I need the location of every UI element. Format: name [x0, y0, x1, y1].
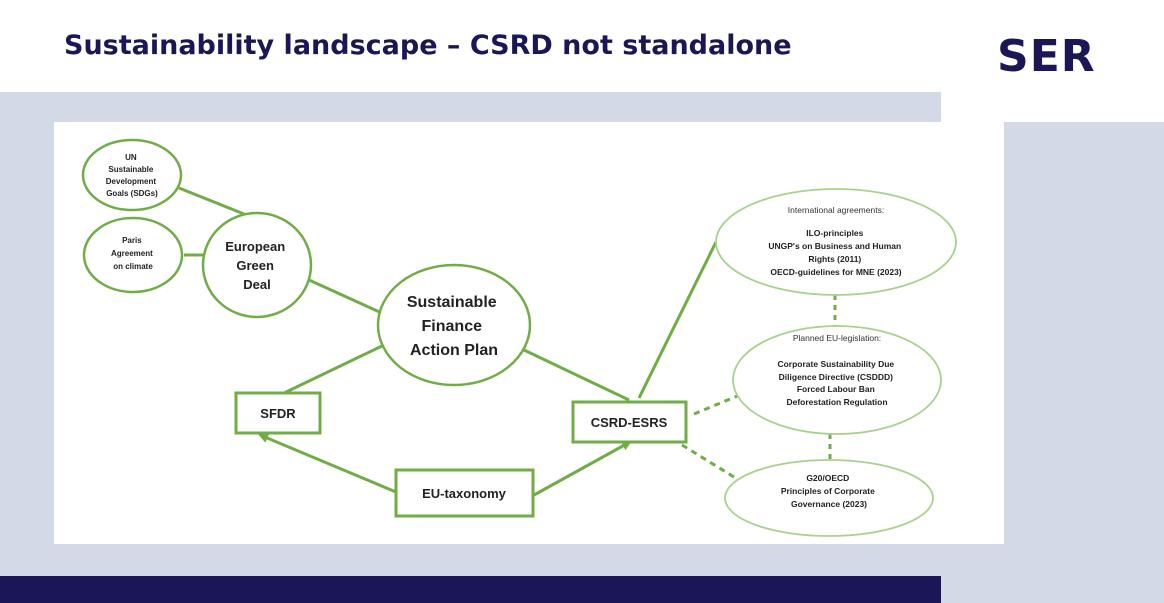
green-deal-line-2: Green: [236, 258, 274, 273]
paris-ellipse: [82, 216, 184, 294]
landscape-diagram: UN Sustainable Development Goals (SDGs) …: [81, 138, 957, 537]
csrd-label: CSRD-ESRS: [591, 415, 668, 430]
eu-leg-line-1: Corporate Sustainability Due: [777, 359, 894, 369]
paris-line-1: Paris: [122, 236, 142, 245]
intl-agreements-ellipse: [715, 188, 957, 296]
green-deal-ellipse: [201, 211, 313, 319]
sfdr-label: SFDR: [260, 406, 296, 421]
intl-line-1: ILO-principles: [806, 228, 863, 238]
g20-line-1: G20/OECD: [806, 473, 849, 483]
dotted-csrd-euleg: [693, 392, 743, 416]
svg-text:ILO-principles UNGP's on: ILO-principles UNGP's on Business and Hu…: [768, 228, 903, 277]
eu-leg-line-2: Diligence Directive (CSDDD): [779, 372, 893, 382]
eu-leg-line-4: Deforestation Regulation: [786, 397, 887, 407]
eu-leg-line-3: Forced Labour Ban: [797, 384, 875, 394]
taxonomy-label: EU-taxonomy: [422, 486, 507, 501]
ser-logo: SER: [997, 31, 1096, 82]
sdgs-line-1: UN: [125, 153, 137, 162]
g20-line-2: Principles of Corporate: [781, 486, 875, 496]
eu-leg-heading: Planned EU-legislation:: [793, 333, 881, 343]
svg-text:European Green Dea: European Green Deal: [225, 239, 289, 292]
sfdr-box: [234, 391, 322, 435]
arrow-taxonomy-csrd: [533, 440, 632, 497]
connector-csrd-intl: [637, 241, 718, 399]
intl-line-4: OECD-guidelines for MNE (2023): [770, 267, 901, 277]
svg-text:Paris Agreement on: Paris Agreement on climate: [111, 236, 155, 271]
csrd-box: [571, 400, 688, 444]
dotted-csrd-g20: [681, 443, 735, 479]
sdgs-line-3: Development: [106, 177, 157, 186]
svg-text:UN Sustainable Dev: UN Sustainable Development Goals (SDGs): [106, 153, 158, 198]
slide-title: Sustainability landscape – CSRD not stan…: [64, 30, 792, 61]
sfap-line-3: Action Plan: [410, 342, 498, 359]
svg-text:Sustainable Finance: Sustainable Finance Action Plan: [407, 294, 501, 359]
sfap-line-1: Sustainable: [407, 294, 497, 311]
paris-line-3: on climate: [113, 262, 153, 271]
sdgs-ellipse: [81, 138, 183, 212]
sdgs-line-2: Sustainable: [108, 165, 153, 174]
paris-line-2: Agreement: [111, 249, 153, 258]
connector-greendeal-sfap: [308, 278, 385, 316]
sfap-ellipse: [376, 263, 532, 387]
svg-text:G20/OECD Principles of C: G20/OECD Principles of Corporate Governa…: [781, 473, 877, 509]
sdgs-line-4: Goals (SDGs): [106, 189, 158, 198]
arrow-taxonomy-sfdr: [258, 433, 397, 494]
connector-sfap-sfdr: [281, 344, 383, 396]
svg-text:Corporate Sustainability Due: Corporate Sustainability Due Diligence D…: [777, 359, 896, 407]
sfap-line-2: Finance: [422, 318, 483, 335]
g20-ellipse: [724, 459, 934, 537]
intl-heading: International agreements:: [788, 205, 884, 215]
g20-line-3: Governance (2023): [791, 499, 867, 509]
footer-bar: [0, 576, 941, 603]
eu-legislation-ellipse: [732, 325, 942, 435]
green-deal-line-1: European: [225, 239, 285, 254]
taxonomy-box: [394, 468, 535, 518]
intl-line-2: UNGP's on Business and Human: [768, 241, 901, 251]
connector-sdgs-greendeal: [178, 186, 245, 216]
green-deal-line-3: Deal: [243, 277, 270, 292]
connector-sfap-csrd: [523, 348, 630, 402]
intl-line-3: Rights (2011): [808, 254, 861, 264]
diagram-card: UN Sustainable Development Goals (SDGs) …: [54, 122, 1004, 544]
